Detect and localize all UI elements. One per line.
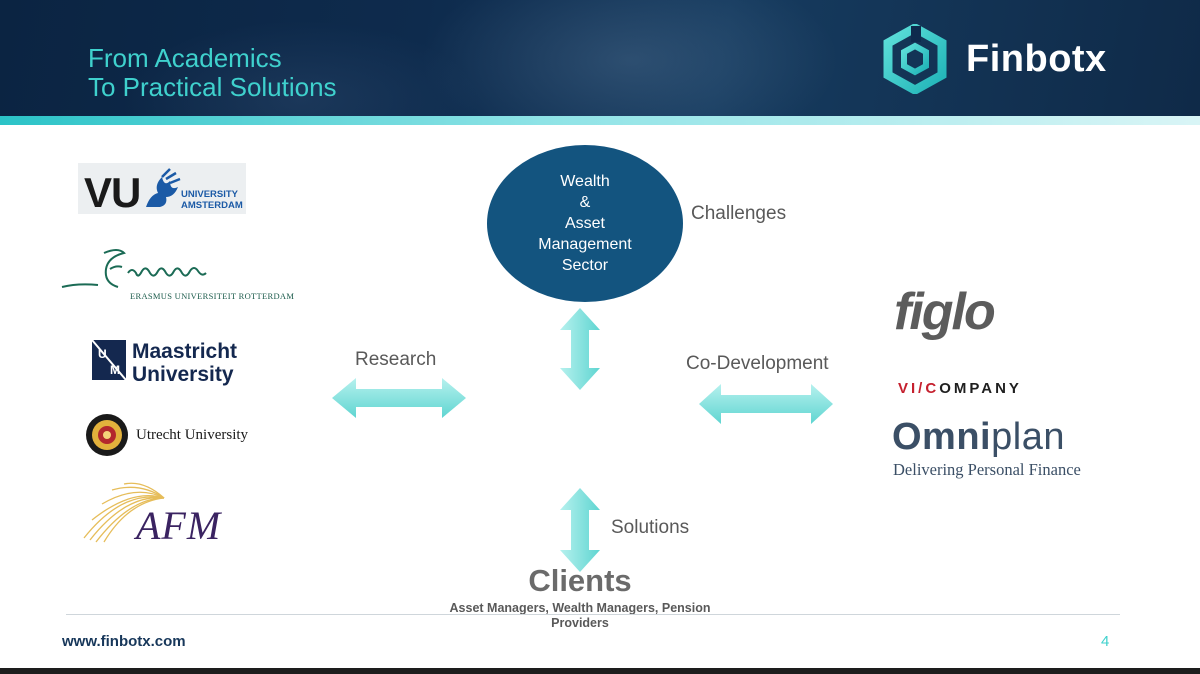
clients-sub-line-1: Asset Managers, Wealth Managers, Pension — [449, 601, 711, 615]
vu-line-2: AMSTERDAM — [181, 200, 243, 211]
svg-text:M: M — [110, 363, 120, 377]
afm-name: AFM — [136, 503, 222, 548]
sector-vertical-arrow — [560, 308, 600, 390]
footer-website-link[interactable]: www.finbotx.com — [62, 633, 186, 650]
footer-divider — [66, 614, 1120, 615]
omniplan-logo: Omniplan — [892, 416, 1065, 459]
omniplan-bold: Omni — [892, 416, 992, 458]
sector-line-4: Management — [538, 236, 632, 253]
brand-name: Finbotx — [966, 38, 1107, 80]
erasmus-logo: ERASMUS UNIVERSITEIT ROTTERDAM — [58, 243, 294, 305]
griffin-icon — [146, 168, 181, 207]
utrecht-seal-icon — [86, 414, 128, 456]
finbotx-hexagon-icon — [883, 24, 947, 94]
clients-heading: Clients — [528, 563, 632, 598]
vu-letters: VU — [84, 169, 141, 216]
omniplan-rest: plan — [991, 416, 1065, 458]
utrecht-name: Utrecht University — [136, 427, 249, 443]
vu-line-1: UNIVERSITY — [181, 189, 239, 200]
sector-label: Wealth & Asset Management Sector — [538, 171, 631, 276]
omniplan-tagline: Delivering Personal Finance — [893, 460, 1081, 479]
erasmus-name: ERASMUS UNIVERSITEIT ROTTERDAM — [130, 291, 295, 301]
solutions-label: Solutions — [611, 517, 690, 538]
clients-sub-line-2: Providers — [551, 616, 609, 630]
page-number: 4 — [1101, 633, 1110, 650]
vicompany-prefix: VI/C — [898, 380, 940, 397]
vu-amsterdam-logo: VU UNIVERSITY AMSTERDAM — [78, 163, 246, 216]
slide-title: From Academics To Practical Solutions — [88, 44, 337, 102]
codevelopment-label: Co-Development — [686, 353, 829, 374]
sector-line-1: Wealth — [560, 173, 610, 190]
maastricht-name: Maastricht University — [132, 340, 237, 386]
header-banner: From Academics To Practical Solutions Fi… — [0, 0, 1200, 116]
um-square-icon: U M — [92, 340, 126, 380]
vicompany-suffix: OMPANY — [939, 380, 1022, 397]
afm-rays-icon — [83, 482, 165, 543]
sector-circle: Wealth & Asset Management Sector — [487, 145, 683, 302]
svg-text:U: U — [98, 347, 107, 361]
utrecht-logo — [84, 412, 132, 460]
header-haze — [420, 0, 840, 116]
maastricht-line-1: Maastricht — [132, 340, 238, 363]
maastricht-line-2: University — [132, 363, 234, 386]
accent-bar — [0, 116, 1200, 125]
sector-line-3: Asset — [564, 215, 605, 232]
finbotx-logo: Finbotx — [880, 24, 1180, 94]
figlo-logo: figlo — [894, 283, 996, 341]
research-label: Research — [355, 349, 437, 370]
title-line-1: From Academics — [88, 43, 282, 73]
afm-logo — [82, 480, 172, 544]
erasmus-signature-icon — [61, 249, 207, 288]
solutions-vertical-arrow — [560, 488, 600, 572]
clients-description: Asset Managers, Wealth Managers, Pension… — [430, 601, 730, 631]
codevelopment-double-arrow — [699, 384, 833, 424]
title-line-2: To Practical Solutions — [88, 72, 337, 102]
research-double-arrow — [332, 378, 466, 418]
maastricht-logo: U M — [92, 338, 252, 388]
sector-line-5: Sector — [561, 257, 609, 274]
sector-line-2: & — [579, 194, 591, 211]
vu-subtitle: UNIVERSITY AMSTERDAM — [181, 189, 243, 211]
challenges-label: Challenges — [691, 203, 787, 224]
vicompany-logo: VI/COMPANY — [898, 380, 1022, 397]
bottom-edge — [0, 668, 1200, 674]
